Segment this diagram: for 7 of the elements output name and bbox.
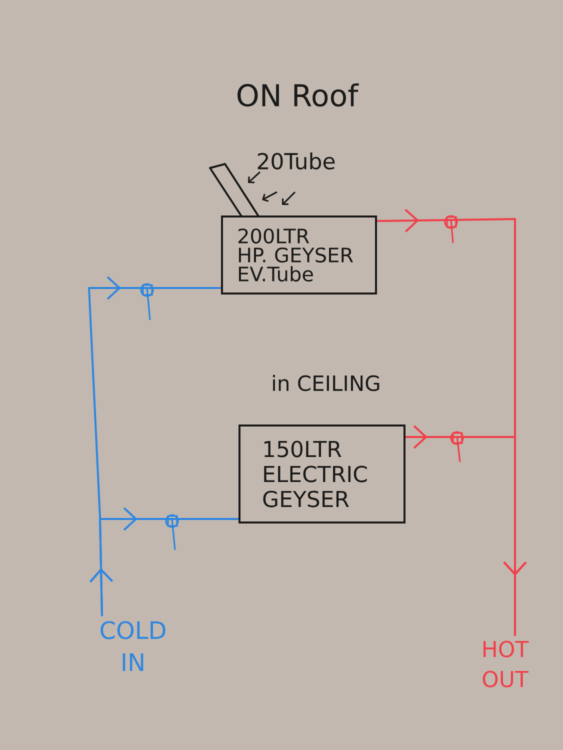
heading: in CEILING — [273, 374, 380, 392]
geyser-box: 150LTR ELECTRIC GEYSER — [238, 424, 406, 524]
pipe-label: COLD IN — [100, 621, 166, 671]
pipe-label: HOT OUT — [482, 640, 529, 688]
heading: ON Roof — [238, 83, 359, 107]
geyser-box: 200LTR HP. GEYSER EV.Tube — [221, 216, 377, 294]
text-label: 20Tube — [258, 152, 335, 170]
